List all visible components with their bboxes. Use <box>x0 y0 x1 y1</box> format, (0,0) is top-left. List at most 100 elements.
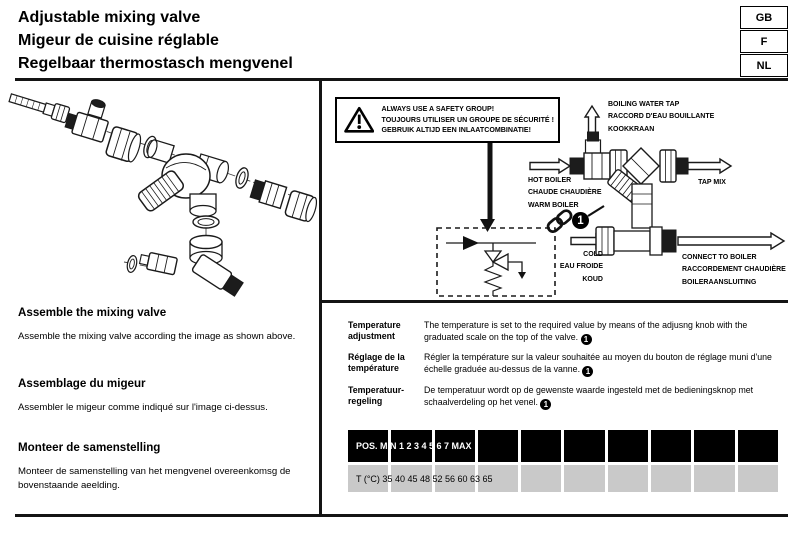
assembly-heading-en: Assemble the mixing valve <box>18 306 167 319</box>
boiling-line-fr: RACCORD D'EAU BOUILLANTE <box>608 113 715 121</box>
assembly-section-fr: Assemblage du migeur Assembler le migeur… <box>18 377 310 415</box>
table-header-cell <box>434 430 475 462</box>
adjustment-knob <box>137 170 184 212</box>
table-value-cell <box>477 465 519 492</box>
hot-inlet-arrow <box>529 157 572 175</box>
table-value-cell <box>651 465 692 492</box>
table-row-text: T (°C) 35 40 45 48 52 56 60 63 65 <box>356 473 493 484</box>
temperature-text-en-body: The temperature is set to the required v… <box>424 320 748 342</box>
lang-gb-label: GB <box>755 11 773 24</box>
warning-line-en: ALWAYS USE A SAFETY GROUP! <box>381 105 495 114</box>
safety-warning-box: ALWAYS USE A SAFETY GROUP! TOUJOURS UTIL… <box>335 97 560 143</box>
callout-1-inline-en: 1 <box>580 333 592 345</box>
table-value-cell <box>694 465 735 492</box>
boiling-line-nl: KOOKKRAAN <box>608 125 655 133</box>
assembly-body-nl: Monteer de samenstelling van het mengven… <box>18 466 291 491</box>
label-hot-boiler: HOT BOILER CHAUDE CHAUDIÈRE WARM BOILER <box>528 175 602 212</box>
lang-box-f: F <box>740 30 788 53</box>
table-value-cell <box>607 465 649 492</box>
temperature-label-en: Temperature adjustment <box>348 320 401 341</box>
assembled-valve-lower-pipe <box>595 183 677 256</box>
table-header-cell <box>391 430 432 462</box>
lang-box-gb: GB <box>740 6 788 29</box>
temperature-row-en: Temperature adjustment The temperature i… <box>348 320 790 345</box>
cold-line-nl: KOUD <box>582 275 603 283</box>
temperature-label-nl: Temperatuur-regeling <box>348 385 405 406</box>
cold-line-fr: EAU FROIDE <box>559 263 603 271</box>
lang-f-label: F <box>760 35 768 48</box>
warning-line-fr: TOUJOURS UTILISER UN GROUPE DE SÉCURITÉ … <box>381 115 554 124</box>
warning-pointer-line <box>487 143 493 220</box>
assembly-section-nl: Monteer de samenstelling Monteer de same… <box>18 441 310 492</box>
table-header-cell <box>521 430 562 462</box>
flex-hose <box>8 93 71 124</box>
assembly-section-en: Assemble the mixing valve Assemble the m… <box>18 306 310 344</box>
assembly-heading-nl: Monteer de samenstelling <box>18 441 161 454</box>
table-header-text: POS. MIN 1 2 3 4 5 6 7 MAX <box>356 441 472 451</box>
safety-group-dashed-box <box>436 227 556 297</box>
installation-schematic-drawing <box>436 104 786 297</box>
assembly-body-fr: Assembler le migeur comme indiqué sur l'… <box>18 402 268 413</box>
connect-line-en: CONNECT TO BOILER <box>682 254 757 261</box>
label-boiling-water-tap: BOILING WATER TAP RACCORD D'EAU BOUILLAN… <box>608 99 714 136</box>
callout-1-inline-fr: 1 <box>582 365 594 377</box>
temperature-text-fr-body: Régler la température sur la valeur souh… <box>424 352 772 374</box>
table-value-cell <box>434 465 475 492</box>
table-header-cell <box>348 430 389 462</box>
table-value-cell <box>521 465 562 492</box>
callout-pointer-line <box>587 205 605 217</box>
warning-line-nl: GEBRUIK ALTIJD EEN INLAATCOMBINATIE! <box>381 126 531 135</box>
temperature-text-nl-body: De temperatuur wordt op de gewenste waar… <box>424 385 754 407</box>
elbow-fitting <box>126 234 244 297</box>
position-temperature-table <box>348 430 778 492</box>
table-header-cell <box>607 430 649 462</box>
mixing-valve-body <box>137 139 230 218</box>
table-value-cell <box>564 465 605 492</box>
table-value-cell <box>737 465 778 492</box>
warning-text: ALWAYS USE A SAFETY GROUP! TOUJOURS UTIL… <box>381 104 554 136</box>
assembly-heading-fr: Assemblage du migeur <box>18 377 146 390</box>
header-divider <box>15 78 788 81</box>
title-fr: Migeur de cuisine réglable <box>18 32 219 49</box>
page-title-block: Adjustable mixing valve Migeur de cuisin… <box>18 6 293 75</box>
callout-1-badge: 1 <box>572 212 589 229</box>
union-nut-right <box>284 190 318 223</box>
washer-right <box>235 167 249 189</box>
temperature-label-fr: Réglage de la température <box>348 352 405 373</box>
callout-1-inline-nl: 1 <box>540 398 552 410</box>
check-valve-fitting <box>64 99 109 143</box>
connect-line-fr: RACCORDEMENT CHAUDIÈRE <box>682 266 786 274</box>
tail-fitting-right <box>249 179 288 210</box>
title-nl: Regelbaar thermostasch mengvenel <box>18 55 293 72</box>
temperature-text-nl: De temperatuur wordt op de gewenste waar… <box>424 385 784 410</box>
table-header-cell <box>694 430 735 462</box>
warning-triangle-icon <box>344 106 375 133</box>
washer-branch <box>126 255 138 273</box>
cold-line-en: COLD <box>583 251 603 258</box>
table-value-cell <box>348 465 389 492</box>
temperature-text-en: The temperature is set to the required v… <box>424 320 784 345</box>
hot-line-fr: CHAUDE CHAUDIÈRE <box>528 189 602 197</box>
right-panel-divider <box>321 300 788 303</box>
bottom-divider <box>15 514 788 517</box>
assembly-body-en: Assemble the mixing valve according the … <box>18 331 296 342</box>
tap-mix-arrow <box>687 157 733 175</box>
boiling-line-en: BOILING WATER TAP <box>608 101 680 108</box>
title-en: Adjustable mixing valve <box>18 9 201 26</box>
chain-link-icon <box>546 209 573 233</box>
label-tap-mix: TAP MIX <box>698 179 726 186</box>
table-header-cell <box>651 430 692 462</box>
temperature-text-fr: Régler la température sur la valeur souh… <box>424 352 784 377</box>
assembled-valve-top-pipe <box>569 131 689 207</box>
hot-line-en: HOT BOILER <box>528 177 572 184</box>
label-connect-to-boiler: CONNECT TO BOILER RACCORDEMENT CHAUDIÈRE… <box>682 252 786 289</box>
connect-boiler-arrow <box>677 231 786 251</box>
panel-divider <box>319 78 322 516</box>
table-header-cell <box>737 430 778 462</box>
exploded-valve-drawing <box>8 93 318 297</box>
label-cold: COLD EAU FROIDE KOUD <box>520 249 603 286</box>
hot-line-nl: WARM BOILER <box>528 201 579 209</box>
table-value-cell <box>391 465 432 492</box>
lang-nl-label: NL <box>756 59 772 72</box>
